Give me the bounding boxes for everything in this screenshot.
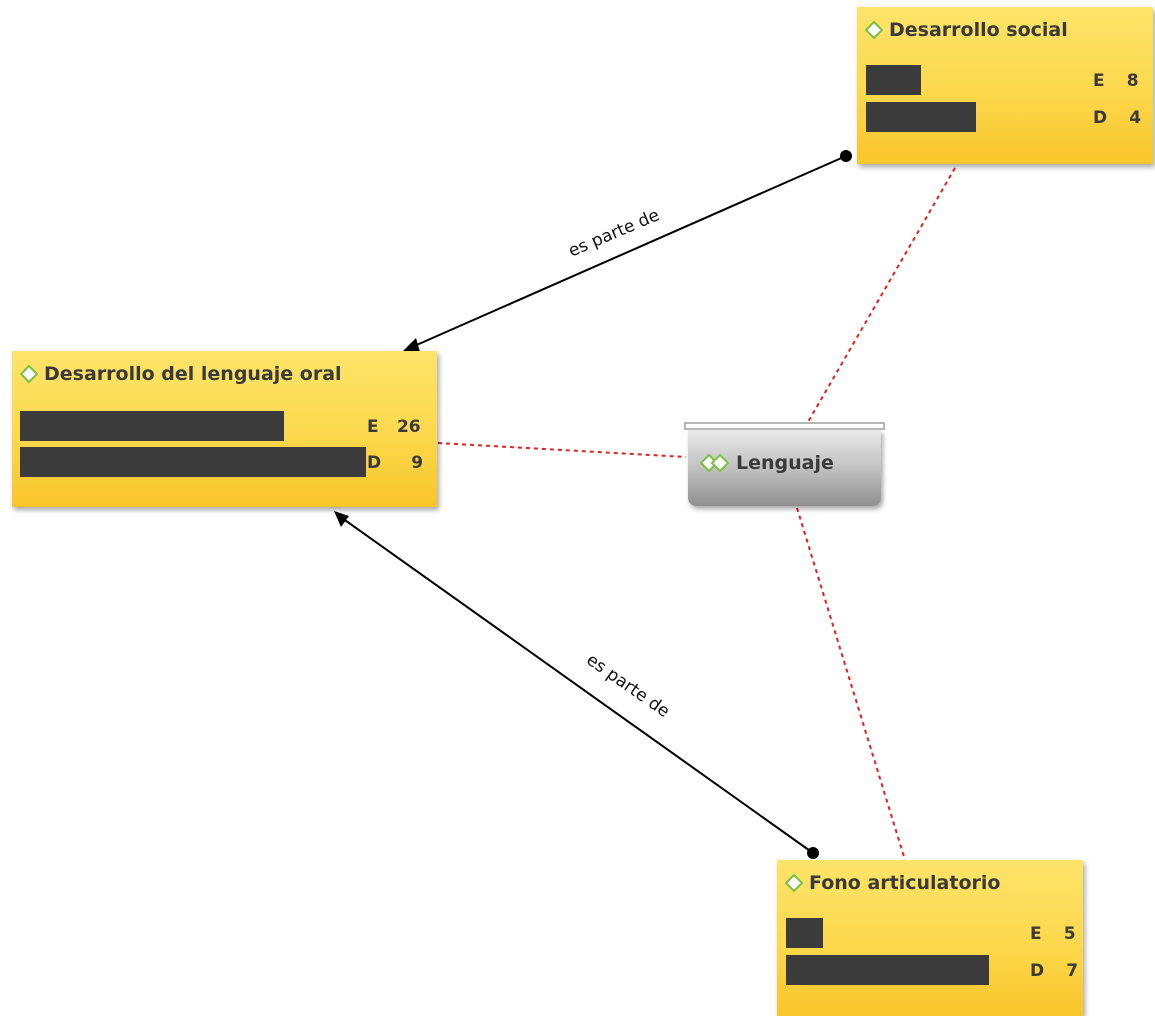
density-bar <box>20 447 366 477</box>
relation-dot-bottom <box>807 847 819 859</box>
group-node-lid <box>684 422 885 430</box>
relation-dot-top <box>840 150 852 162</box>
group-node-lenguaje[interactable]: Lenguaje <box>684 422 885 506</box>
relation-arrowhead-top <box>402 338 420 352</box>
groundedness-bar <box>20 411 284 441</box>
double-diamond-icon <box>699 453 730 473</box>
density-bar <box>866 102 976 132</box>
green-diamond-icon <box>20 365 38 383</box>
relation-label-top: es parte de <box>566 205 663 261</box>
green-diamond-icon <box>785 874 803 892</box>
relation-line-bottom <box>341 517 814 854</box>
group-title-text: Lenguaje <box>736 452 834 474</box>
node-title-text: Desarrollo del lenguaje oral <box>44 363 342 385</box>
relation-arrowhead-bottom <box>334 511 349 527</box>
group-title: Lenguaje <box>699 452 834 474</box>
node-title: Desarrollo social <box>865 19 1068 41</box>
density-bar <box>786 955 989 985</box>
node-title: Desarrollo del lenguaje oral <box>20 363 342 385</box>
groundedness-bar <box>866 65 921 95</box>
relation-line-top <box>411 155 847 348</box>
groundedness-bar <box>786 918 823 948</box>
relation-label-bottom: es parte de <box>583 650 674 722</box>
node-title: Fono articulatorio <box>785 872 1000 894</box>
group-link-social <box>807 167 956 423</box>
group-link-fono <box>796 507 906 861</box>
group-link-lenguaje-oral <box>437 442 687 458</box>
green-diamond-icon <box>865 21 883 39</box>
node-title-text: Fono articulatorio <box>809 872 1001 894</box>
node-title-text: Desarrollo social <box>889 19 1068 41</box>
